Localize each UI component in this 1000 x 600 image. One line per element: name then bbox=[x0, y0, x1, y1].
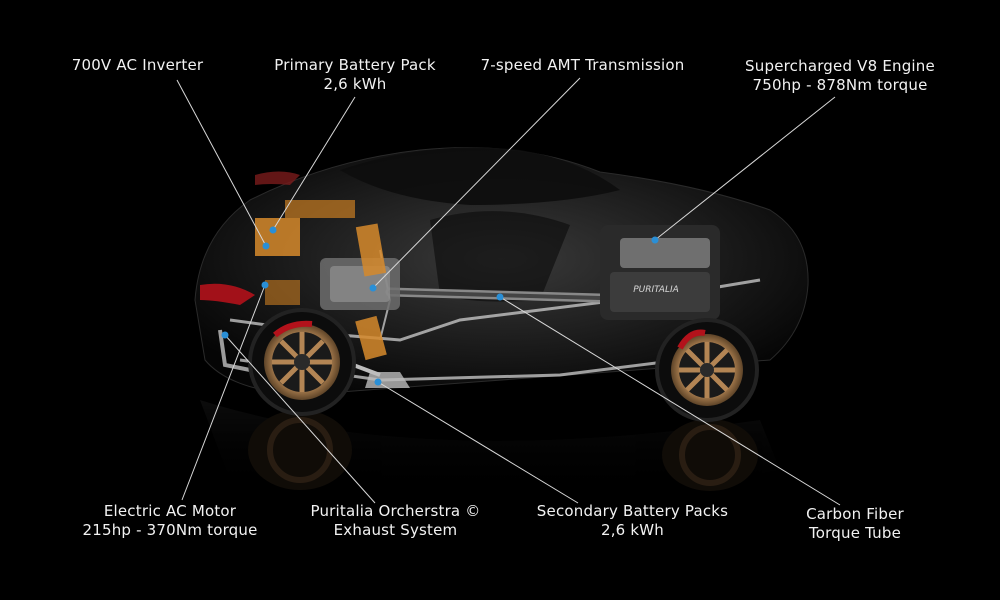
marker-dots bbox=[221, 226, 659, 386]
callout-primary-battery-line2: 2,6 kWh bbox=[323, 75, 387, 93]
floor-reflection bbox=[200, 400, 780, 498]
leader-line-electric-motor bbox=[181, 284, 266, 501]
leader-line-transmission bbox=[372, 77, 581, 289]
callout-electric-motor: Electric AC Motor 215hp - 370Nm torque bbox=[75, 502, 265, 540]
callout-secondary-battery-line2: 2,6 kWh bbox=[600, 521, 665, 539]
primary-battery-pack bbox=[255, 200, 387, 361]
callout-torque-tube-line1: Carbon Fiber bbox=[806, 505, 904, 523]
callout-v8-engine: Supercharged V8 Engine 750hp - 878Nm tor… bbox=[735, 57, 945, 95]
leader-line-primary-battery bbox=[272, 96, 356, 231]
leader-line-v8-engine bbox=[654, 96, 836, 241]
callout-primary-battery: Primary Battery Pack 2,6 kWh bbox=[265, 56, 445, 94]
callout-torque-tube-line2: Torque Tube bbox=[808, 524, 902, 542]
marker-dot-torque-tube bbox=[496, 293, 504, 301]
marker-dot-transmission bbox=[369, 284, 377, 292]
callout-inverter: 700V AC Inverter bbox=[60, 56, 215, 75]
leader-line-secondary-battery bbox=[377, 381, 579, 504]
callout-exhaust-line1: Puritalia Orcherstra © bbox=[310, 502, 481, 520]
leader-line-torque-tube bbox=[499, 296, 841, 506]
v8-engine-block: PURITALIA bbox=[600, 225, 720, 320]
transmission-unit bbox=[320, 258, 400, 310]
marker-dot-v8-engine bbox=[651, 236, 659, 244]
callout-electric-motor-line2: 215hp - 370Nm torque bbox=[82, 521, 258, 539]
callout-transmission: 7-speed AMT Transmission bbox=[470, 56, 695, 75]
marker-dot-primary-battery bbox=[269, 226, 277, 234]
torque-tube bbox=[385, 287, 605, 303]
callout-primary-battery-line1: Primary Battery Pack bbox=[274, 56, 436, 74]
callout-inverter-line1: 700V AC Inverter bbox=[71, 56, 204, 74]
marker-dot-inverter bbox=[262, 242, 270, 250]
callout-torque-tube: Carbon Fiber Torque Tube bbox=[790, 505, 920, 543]
callout-secondary-battery: Secondary Battery Packs 2,6 kWh bbox=[525, 502, 740, 540]
rear-wheel bbox=[248, 308, 356, 416]
leader-line-exhaust bbox=[224, 334, 376, 504]
front-wheel bbox=[655, 318, 759, 422]
callout-transmission-line1: 7-speed AMT Transmission bbox=[480, 56, 685, 74]
callout-v8-engine-line1: Supercharged V8 Engine bbox=[745, 57, 935, 75]
marker-dot-secondary-battery bbox=[374, 378, 382, 386]
marker-dot-electric-motor bbox=[261, 281, 269, 289]
engine-cover-text: PURITALIA bbox=[633, 285, 679, 295]
callout-electric-motor-line1: Electric AC Motor bbox=[103, 502, 237, 520]
callout-exhaust-line2: Exhaust System bbox=[333, 521, 458, 539]
callout-v8-engine-line2: 750hp - 878Nm torque bbox=[752, 76, 928, 94]
callout-exhaust: Puritalia Orcherstra © Exhaust System bbox=[298, 502, 493, 540]
marker-dot-exhaust bbox=[221, 331, 229, 339]
leader-lines bbox=[176, 77, 841, 506]
callout-secondary-battery-line1: Secondary Battery Packs bbox=[536, 502, 729, 520]
leader-line-inverter bbox=[176, 79, 267, 247]
